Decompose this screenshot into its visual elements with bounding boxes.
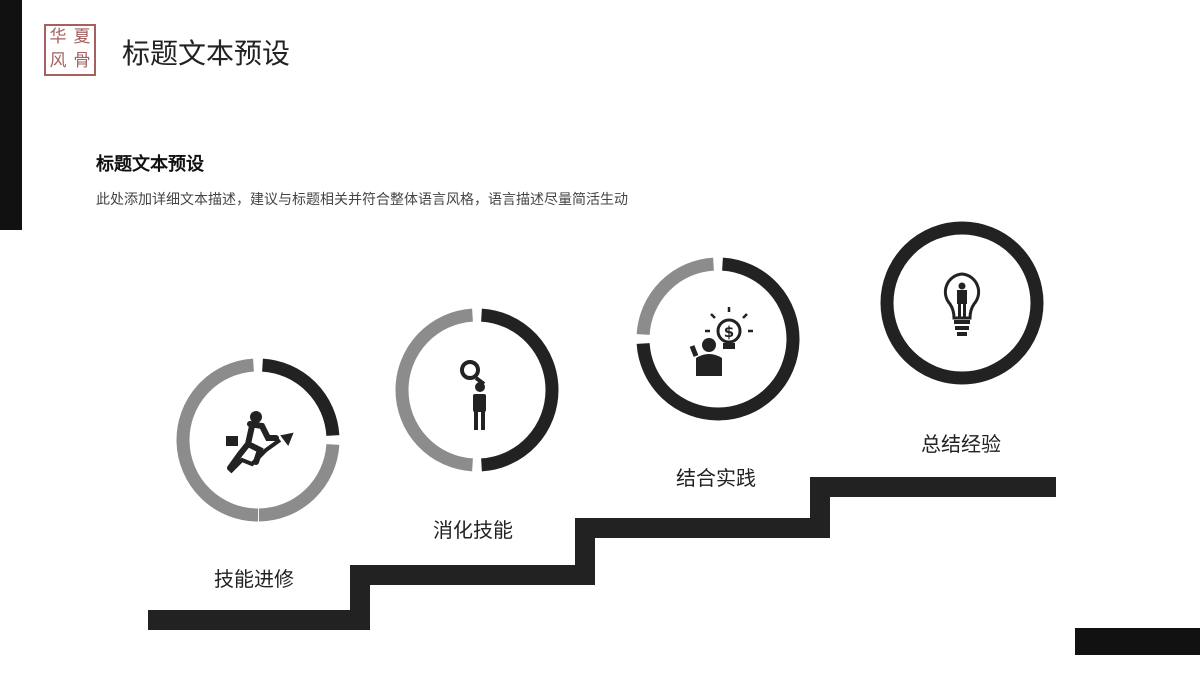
- step-label: 技能进修: [214, 567, 294, 591]
- seal-char: 华: [49, 27, 67, 47]
- ring-remaining-arc: [258, 443, 340, 522]
- progress-ring: [636, 257, 800, 421]
- step-label: 结合实践: [676, 466, 756, 490]
- seal-logo: 华 夏 风 骨: [44, 24, 96, 76]
- ring-remaining-arc: [636, 257, 715, 336]
- section-subtitle: 标题文本预设: [96, 154, 204, 175]
- magnifier-businessman-icon: [460, 360, 486, 430]
- seal-char: 骨: [73, 51, 91, 71]
- svg-text:$: $: [724, 323, 734, 341]
- step-label: 总结经验: [921, 432, 1001, 456]
- ring-progress-arc: [261, 358, 340, 437]
- ring-remaining-arc: [176, 358, 259, 522]
- staircase: [148, 477, 1056, 630]
- seal-char: 夏: [73, 27, 91, 47]
- page-title: 标题文本预设: [122, 37, 291, 70]
- ring-progress-arc: [481, 308, 559, 472]
- progress-ring: [176, 358, 340, 522]
- left-accent-bar: [0, 0, 22, 230]
- section-description: 此处添加详细文本描述，建议与标题相关并符合整体语言风格，语言描述尽量简活生动: [96, 192, 628, 208]
- running-businessman-icon: [226, 411, 294, 474]
- idea-dollar-businessman-icon: $: [689, 307, 753, 376]
- lightbulb-businessman-icon: [943, 272, 981, 336]
- ring-remaining-arc: [395, 308, 473, 472]
- ring-progress-arc: [636, 342, 719, 421]
- progress-ring: [395, 308, 559, 472]
- step-label: 消化技能: [433, 518, 513, 542]
- bottom-right-accent-bar: [1075, 628, 1200, 655]
- ring-progress-arc: [880, 221, 1044, 385]
- ring-progress-arc: [717, 257, 800, 421]
- progress-ring: [880, 221, 1044, 385]
- seal-char: 风: [49, 51, 67, 71]
